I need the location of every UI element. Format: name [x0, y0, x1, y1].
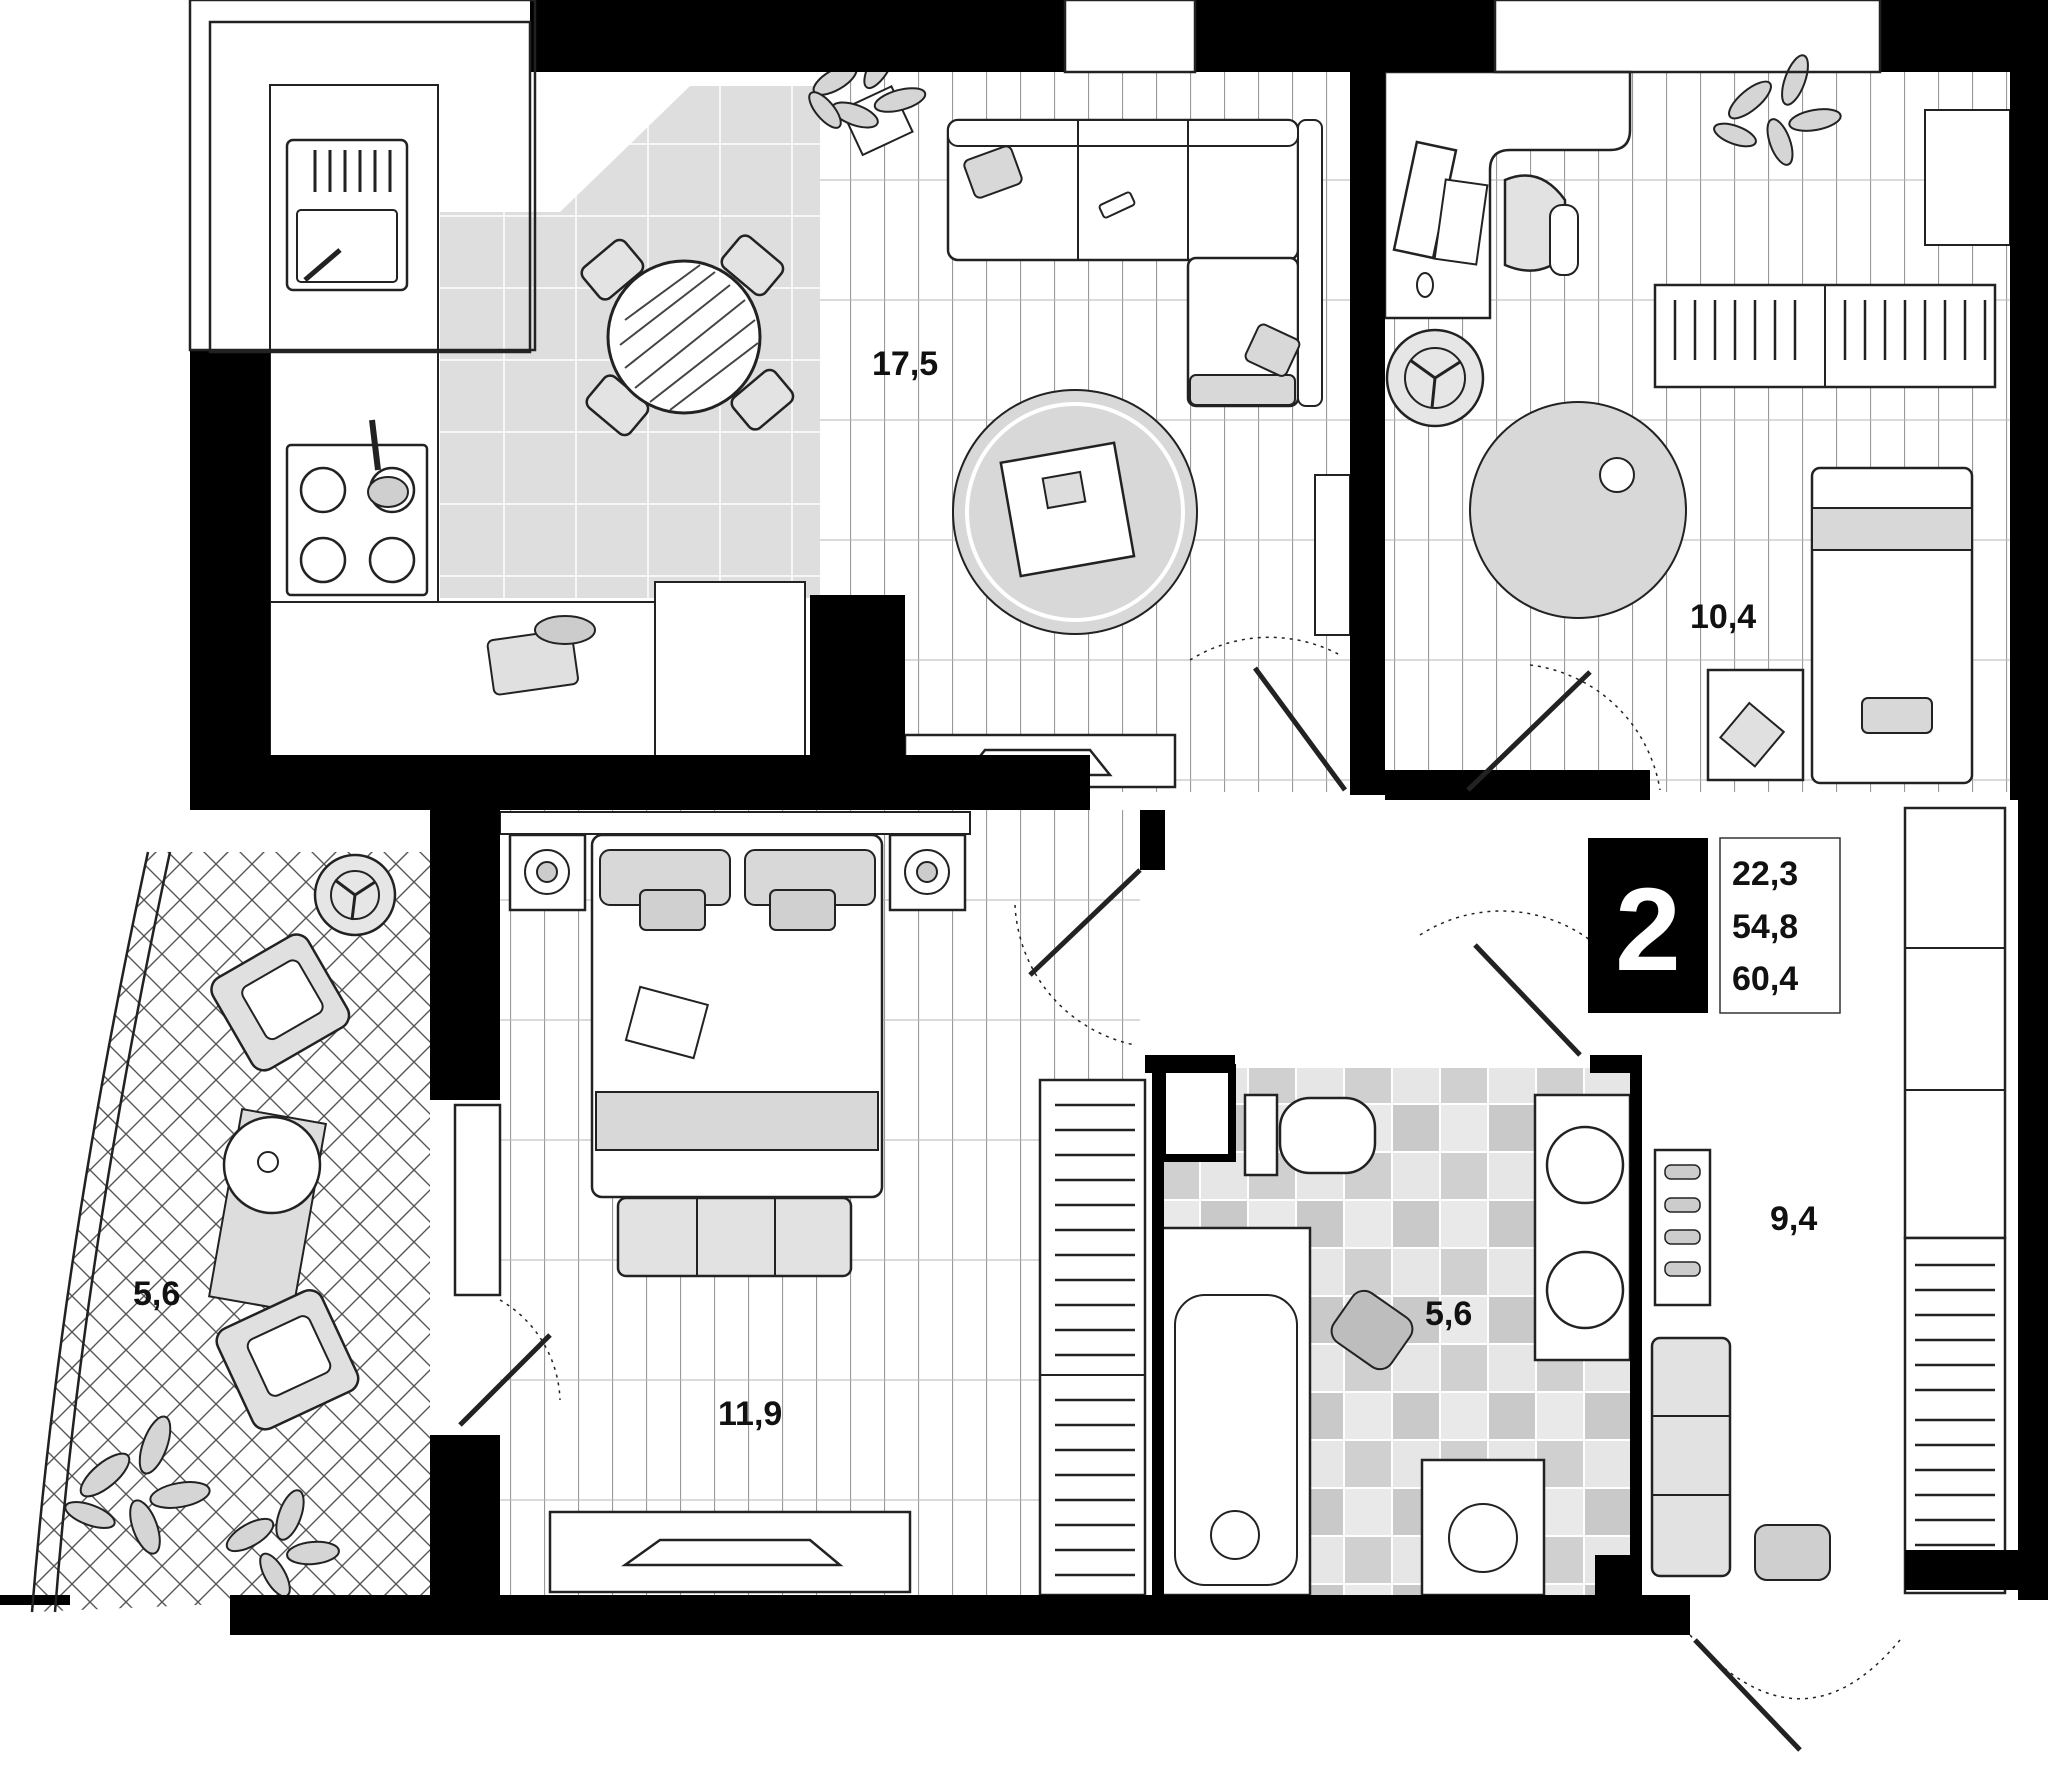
room-count: 2	[1615, 864, 1681, 996]
bathtub-icon	[1160, 1226, 1312, 1597]
apartment-summary: 2 22,3 54,8 60,4	[1588, 837, 1841, 1014]
wardrobe-icon	[1653, 109, 2011, 389]
headboard	[499, 811, 971, 835]
room-area-kitchen-living: 17,5	[872, 345, 938, 383]
toilet-icon	[1243, 1093, 1377, 1177]
washing-machine-icon	[1420, 1458, 1546, 1597]
sink-icon	[1533, 1093, 1632, 1362]
fridge	[654, 581, 806, 778]
desk-icon	[1383, 70, 1632, 320]
room-area-balcony: 5,6	[133, 1275, 180, 1313]
kitchen	[269, 40, 927, 778]
bed-icon	[1810, 466, 1974, 785]
plant-icon	[1713, 54, 1842, 166]
wardrobe-icon	[1903, 1236, 2007, 1595]
walls	[0, 0, 2048, 1635]
door-mat	[1754, 1524, 1831, 1581]
room-area-bedroom: 11,9	[718, 1395, 782, 1433]
room-area-small-bedroom: 10,4	[1690, 598, 1756, 636]
bedroom	[499, 811, 1147, 1597]
room-area-bathroom: 5,6	[1425, 1295, 1472, 1333]
armchair-icon	[210, 933, 351, 1072]
hallway	[1650, 806, 2007, 1595]
nightstand-left	[508, 833, 587, 912]
total-area: 54,8	[1732, 908, 1798, 946]
hall-wardrobe	[1903, 806, 2007, 1240]
room-count-badge	[1588, 838, 1708, 1013]
fan-icon	[1385, 328, 1485, 428]
plant-icon	[808, 40, 927, 157]
room-labels: 17,5 10,4 11,9 5,6 5,6 9,4	[133, 345, 1817, 1433]
dining-table-icon	[580, 234, 795, 437]
window-frame	[30, 0, 1882, 1613]
cutting-board-icon	[486, 615, 596, 696]
plant-icon	[64, 1415, 211, 1555]
room-area-hallway: 9,4	[1770, 1200, 1817, 1238]
stove-icon	[285, 419, 429, 597]
bench-icon	[1650, 1336, 1732, 1578]
bench-icon	[616, 1196, 853, 1278]
shaft	[1158, 1064, 1236, 1162]
kitchen-counter-bottom	[269, 601, 656, 778]
bath-mat	[1330, 1289, 1414, 1371]
balcony	[64, 853, 397, 1598]
fan-icon	[313, 853, 397, 937]
bed-icon	[590, 833, 884, 1199]
nightstand-right	[888, 833, 967, 912]
plant-icon	[1718, 701, 1786, 768]
tv-icon	[548, 1510, 912, 1594]
bathroom	[1158, 1064, 1632, 1597]
ball-icon	[1599, 457, 1635, 493]
small-bedroom	[1383, 54, 2011, 785]
rug-icon	[1469, 401, 1687, 619]
living-area: 22,3	[1732, 855, 1798, 893]
doors	[458, 636, 1901, 1752]
total-area-with-balcony: 60,4	[1732, 960, 1798, 998]
shoe-rack-icon	[1653, 1148, 1712, 1307]
wardrobe-icon	[1038, 1078, 1147, 1597]
sink-icon	[285, 138, 409, 292]
living-cabinet	[1314, 474, 1351, 636]
plant-icon	[225, 1489, 340, 1598]
area-box	[1719, 837, 1841, 1014]
sofa-icon	[946, 118, 1323, 408]
rug-icon	[207, 1107, 328, 1313]
armchair-icon	[215, 1288, 360, 1431]
rug-icon	[952, 389, 1198, 635]
